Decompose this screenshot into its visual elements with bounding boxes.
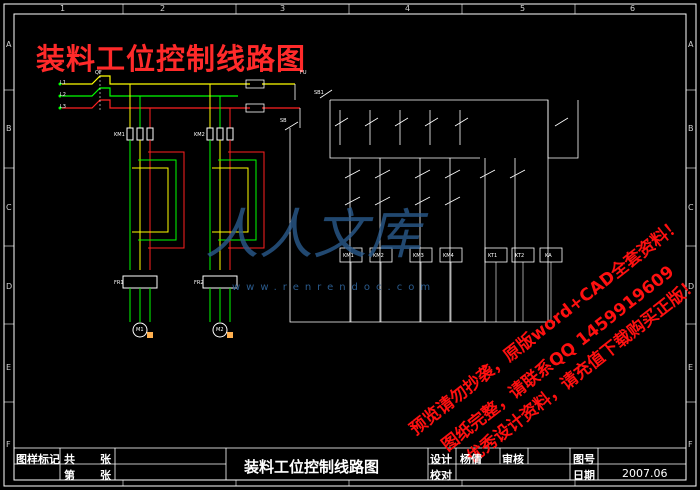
label-l2: L2 (60, 92, 66, 98)
ground-marks (147, 332, 233, 338)
label-m2: M2 (216, 327, 224, 333)
tb-total-label: 共 (64, 453, 75, 466)
ruler-side-e-right: E (688, 363, 694, 372)
ruler-top-5: 5 (520, 4, 526, 13)
ruler-top-4: 4 (405, 4, 411, 13)
label-l3: L3 (60, 104, 66, 110)
tb-sheet-label-1: 张 (100, 453, 111, 466)
tb-date: 2007.06 (622, 467, 668, 480)
ruler-side-f-right: F (688, 440, 693, 449)
terminal-l3 (58, 106, 62, 110)
watermark-logo: 人人文库 (205, 203, 421, 266)
main-fuses (245, 79, 265, 113)
label-fr1: FR1 (114, 280, 124, 286)
tb-date-label: 日期 (573, 469, 595, 482)
tb-designer: 杨倩 (460, 453, 482, 466)
label-km2: KM2 (194, 132, 205, 138)
ruler-side-c-right: C (688, 203, 694, 212)
tb-check-label: 校对 (430, 469, 452, 482)
terminal-l2 (58, 94, 62, 98)
top-ruler (122, 4, 576, 486)
tb-drawing-no-label: 图号 (573, 453, 595, 466)
label-l1: L1 (60, 80, 66, 86)
coil-links (350, 262, 552, 322)
ruler-side-d-right: D (688, 282, 695, 291)
tb-marks-label: 图样标记 (16, 453, 60, 466)
drawing-title: 装料工位控制线路图 (36, 42, 307, 76)
terminal-l1 (58, 82, 62, 86)
coil-label-2: KM2 (373, 253, 384, 259)
watermark-url: www.renrendoc.com (232, 282, 437, 293)
coil-label-6: KT2 (515, 253, 525, 259)
ruler-side-e: E (6, 363, 12, 372)
ruler-side-c: C (6, 203, 12, 212)
title-block-frame (13, 447, 687, 481)
label-fuse: FU (300, 70, 307, 76)
motor-branch-1 (122, 84, 185, 338)
ruler-top-6: 6 (630, 4, 636, 13)
outer-frame (3, 3, 697, 487)
coil-label-1: KM1 (343, 253, 354, 259)
side-ruler (4, 89, 696, 403)
label-km1: KM1 (114, 132, 125, 138)
coil-label-5: KT1 (488, 253, 498, 259)
label-fr2: FR2 (194, 280, 204, 286)
ruler-side-b: B (6, 124, 12, 133)
tb-review-label: 审核 (502, 453, 524, 466)
tb-sheet-label-2: 张 (100, 469, 111, 482)
label-breaker: QF (95, 70, 102, 76)
tb-page-label: 第 (64, 469, 75, 482)
coil-label-7: KA (545, 253, 552, 259)
ruler-top-3: 3 (280, 4, 286, 13)
ruler-side-f: F (6, 440, 11, 449)
label-m1: M1 (136, 327, 144, 333)
ruler-top-1: 1 (60, 4, 66, 13)
tb-design-label: 设计 (430, 453, 452, 466)
ruler-side-a: A (6, 40, 12, 49)
ruler-top-2: 2 (160, 4, 166, 13)
label-ctrl-switch: SB (280, 118, 287, 124)
label-stop: SB1 (314, 90, 324, 96)
ruler-side-d: D (6, 282, 13, 291)
ruler-side-a-right: A (688, 40, 694, 49)
power-bus (62, 72, 300, 110)
coil-label-4: KM4 (443, 253, 454, 259)
tb-drawing-title: 装料工位控制线路图 (244, 458, 380, 476)
motor-branch-2 (202, 84, 265, 338)
coil-label-3: KM3 (413, 253, 424, 259)
ruler-side-b-right: B (688, 124, 694, 133)
